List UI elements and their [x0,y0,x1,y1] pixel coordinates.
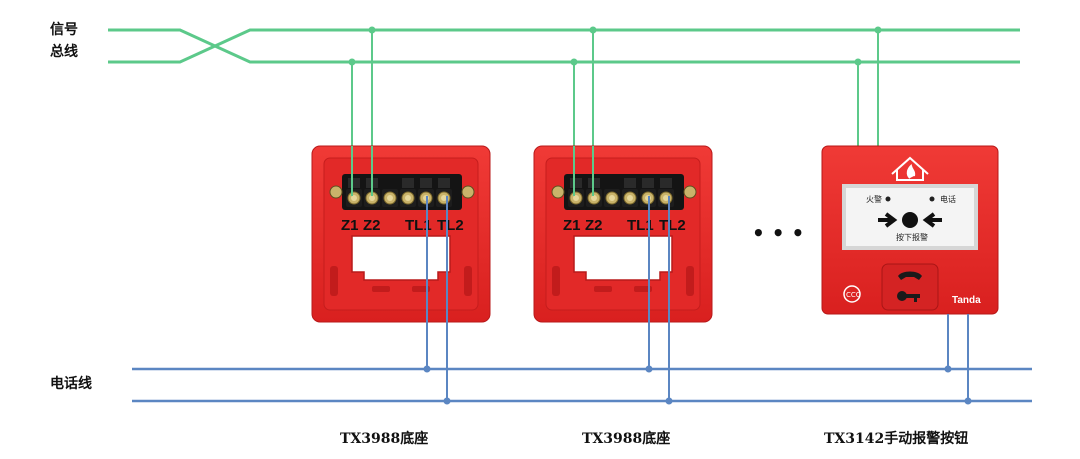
manual-alarm-caption: TX3142手动报警按钮 [824,430,968,447]
signal-junctions [348,26,882,66]
arrow-right-icon [878,212,898,228]
signal-bus-wire-a [108,28,1020,64]
signal-bus [108,28,1020,64]
fire-indicator-label: 火警 [866,194,882,204]
base-1-caption: TX3988底座 [340,430,428,447]
terminal-label-tl2: TL2 [437,217,464,234]
press-point[interactable] [902,212,918,228]
phone-indicator-label: 电话 [940,194,956,204]
terminal-label-z2: Z2 [585,217,603,234]
base-1 [312,146,490,322]
svg-text:CCC: CCC [846,291,861,299]
terminal-label-tl1: TL1 [627,217,654,234]
base-2-terminal-labels: Z1 Z2 TL1 TL2 [563,217,686,234]
terminal-label-z1: Z1 [563,217,581,234]
phone-jack-icon [897,271,922,302]
signal-bus-label-1: 信号 [50,21,78,38]
terminal-label-tl2: TL2 [659,217,686,234]
base-2 [534,146,712,322]
terminal-label-z1: Z1 [341,217,359,234]
base-2-caption: TX3988底座 [582,430,670,447]
phone-drops [426,196,969,401]
arrow-left-icon [922,212,942,228]
terminal-label-z2: Z2 [363,217,381,234]
signal-bus-label-2: 总线 [50,43,78,60]
phone-line [132,367,1032,403]
base-1-terminal-labels: Z1 Z2 TL1 TL2 [341,217,464,234]
ccc-logo: CCC [843,285,861,303]
terminal-label-tl1: TL1 [405,217,432,234]
fire-indicator-led [885,196,891,202]
press-to-alarm-label: 按下报警 [896,232,928,242]
ellipsis: • • • [752,221,804,245]
brand-logo: Tanda [952,295,981,306]
phone-junctions [423,365,972,405]
phone-line-label: 电话线 [50,375,92,392]
phone-indicator-led [929,196,935,202]
fire-house-icon [891,156,929,181]
signal-bus-wire-b [108,28,1020,64]
manual-alarm-button: 火警 电话 按下报警 CCC Tanda [821,145,999,315]
